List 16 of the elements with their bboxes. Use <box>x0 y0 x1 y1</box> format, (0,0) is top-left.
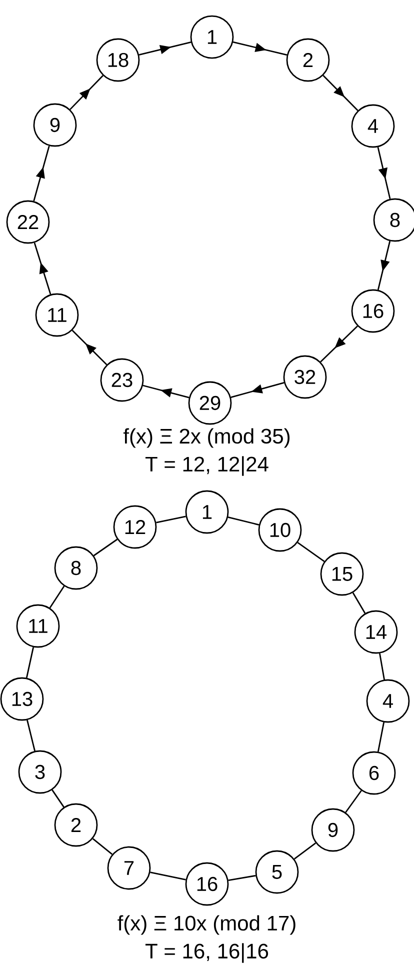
arrow <box>377 146 391 200</box>
caption: f(x) Ξ 2x (mod 35) <box>123 428 290 448</box>
arrow <box>232 41 288 56</box>
caption: f(x) Ξ 10x (mod 17) <box>118 915 296 935</box>
arrow <box>230 382 284 398</box>
arrow <box>70 75 104 110</box>
arrow <box>72 330 108 366</box>
arrow <box>33 146 50 202</box>
arrow <box>138 41 192 56</box>
arrow <box>34 242 52 294</box>
arrow <box>142 384 190 398</box>
caption: T = 12, 12|24 <box>146 456 268 476</box>
arrow <box>377 240 391 290</box>
caption: T = 16, 16|16 <box>146 943 268 963</box>
arrow <box>322 74 358 112</box>
arrow <box>320 326 358 362</box>
